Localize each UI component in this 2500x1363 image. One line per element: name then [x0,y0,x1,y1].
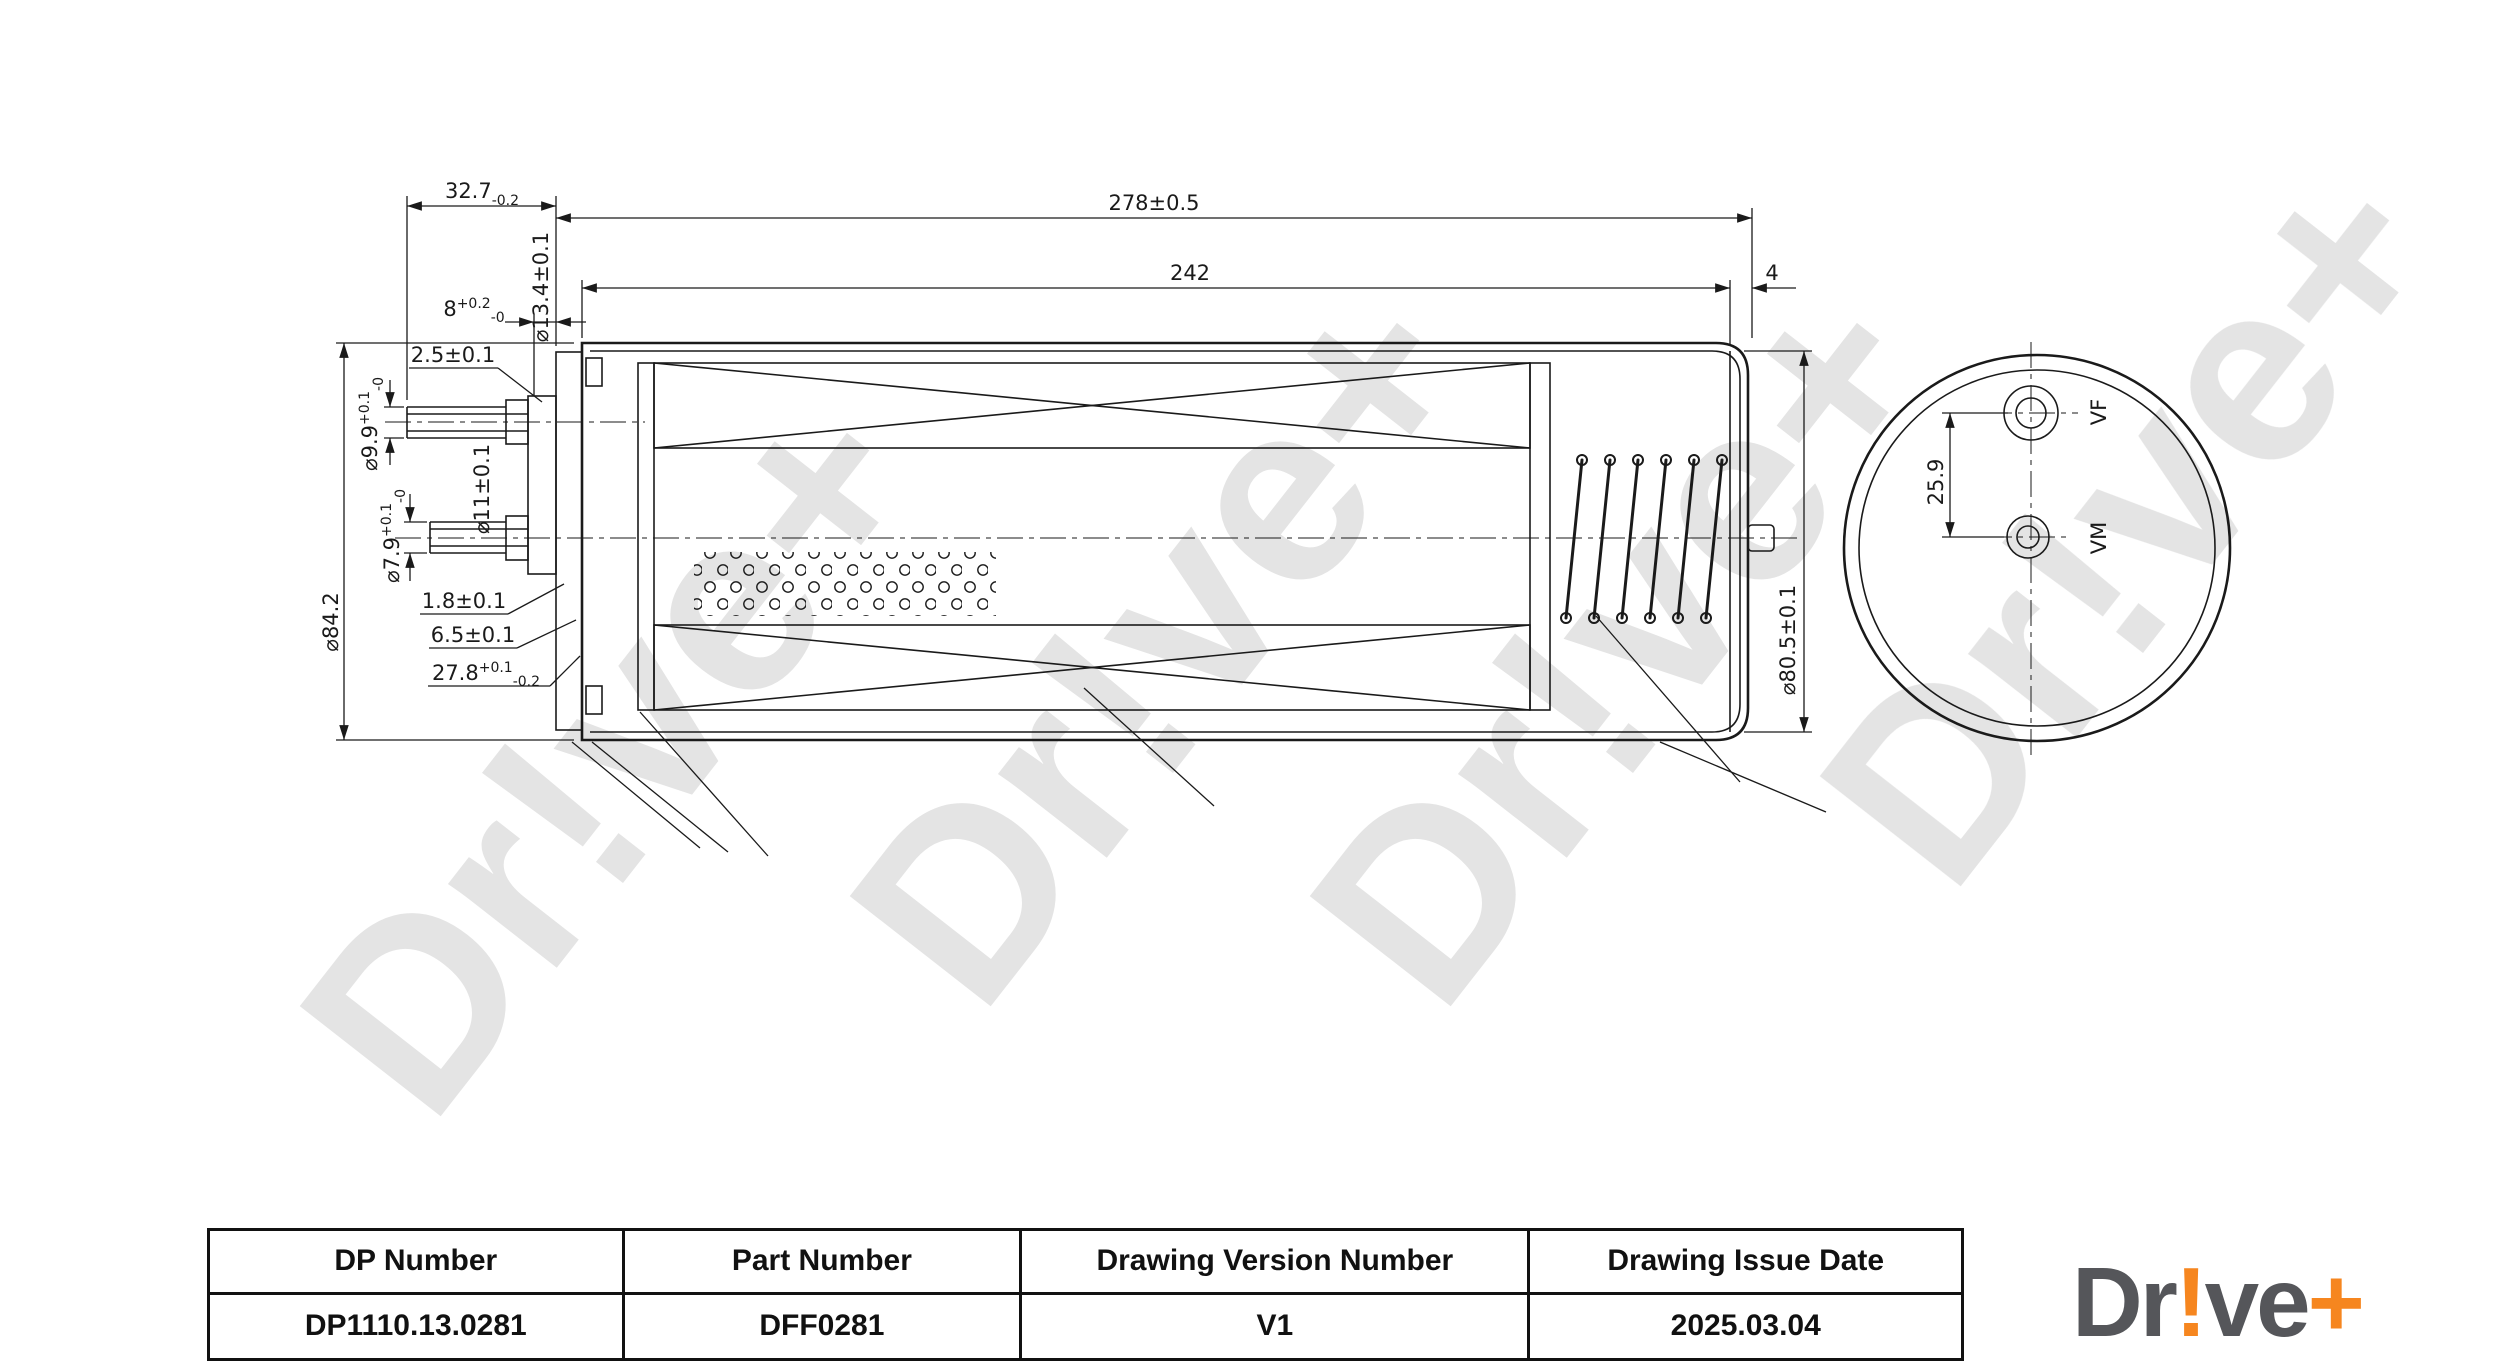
dim-9-9: ⌀9.9+0.1-0 [357,377,387,471]
logo-plus: + [2307,1247,2365,1357]
element-end-cap-right [1529,362,1551,711]
media-band-bottom [653,624,1531,711]
port-tube-top [406,406,528,439]
label-vf: VF [2087,399,2111,425]
port-tube-bottom [429,521,528,554]
tb-header-issue-date: Drawing Issue Date [1607,1244,1885,1278]
tb-header-drawing-version: Drawing Version Number [1022,1231,1531,1292]
dim-1-8: 1.8±0.1 [422,589,506,613]
dim-7-9: ⌀7.9+0.1-0 [379,489,409,583]
dim-overall-length: 278±0.5 [1108,191,1199,215]
tb-value-issue-date: 2025.03.04 [1670,1309,1821,1343]
dim-8: 8+0.2-0 [443,296,504,326]
watermark-text: Dr!ve+ [246,342,977,1164]
port-vm [2006,515,2050,559]
spring [1560,454,1728,624]
tb-header-dp-number: DP Number [210,1231,625,1292]
filter-end-view [1842,353,2232,743]
canister-inner-wall [590,350,1741,733]
port-collar-top [505,399,529,445]
title-block-value-row: DP1110.13.0281 DFF0281 V1 2025.03.04 [210,1294,1961,1358]
dim-body-length: 242 [1170,261,1210,285]
logo-text-gray2: ve [2204,1247,2311,1357]
seam-ring-top [585,357,603,387]
dim-end-gap: 4 [1765,261,1778,285]
title-block: DP Number Part Number Drawing Version Nu… [207,1228,1964,1361]
tb-value-drawing-version: V1 [1022,1294,1531,1358]
port-boss [527,395,557,575]
perforated-tube [694,552,996,616]
dim-80-5: ⌀80.5±0.1 [1776,585,1800,695]
dim-11: ⌀11±0.1 [470,444,494,534]
tb-value-dp-number: DP1110.13.0281 [210,1294,625,1358]
dim-84-2: ⌀84.2 [319,592,343,651]
label-vm: VM [2087,522,2111,554]
logo-exclamation: ! [2174,1247,2208,1357]
seam-ring-bottom [585,685,603,715]
brand-logo: Dr!ve+ [2072,1252,2365,1352]
element-end-cap-left [637,362,655,711]
dimension-labels: 32.7-0.2 278±0.5 242 4 8+0.2-0 ⌀13.4±0.1… [319,179,2111,695]
dim-13-4: ⌀13.4±0.1 [529,232,553,342]
filter-side-view [406,341,1775,742]
dim-27-8: 27.8+0.1-0.2 [432,660,540,690]
dim-6-5: 6.5±0.1 [431,623,515,647]
media-band-top [653,362,1531,449]
title-block-header-row: DP Number Part Number Drawing Version Nu… [210,1231,1961,1295]
dimension-lines [336,196,2008,857]
port-collar-bottom [505,515,529,561]
dim-25-9: 25.9 [1924,459,1948,506]
dim-tube-length: 32.7-0.2 [445,179,519,209]
tb-header-part-number: Part Number [625,1231,1023,1292]
logo-text-gray: Dr [2072,1247,2178,1357]
end-view-outer-circle [1842,353,2232,743]
end-view-inner-circle [1858,369,2216,727]
dim-2-5: 2.5±0.1 [411,343,495,367]
outlet-nipple [1747,524,1775,552]
tb-value-part-number: DFF0281 [625,1294,1023,1358]
filter-element [637,362,1551,711]
